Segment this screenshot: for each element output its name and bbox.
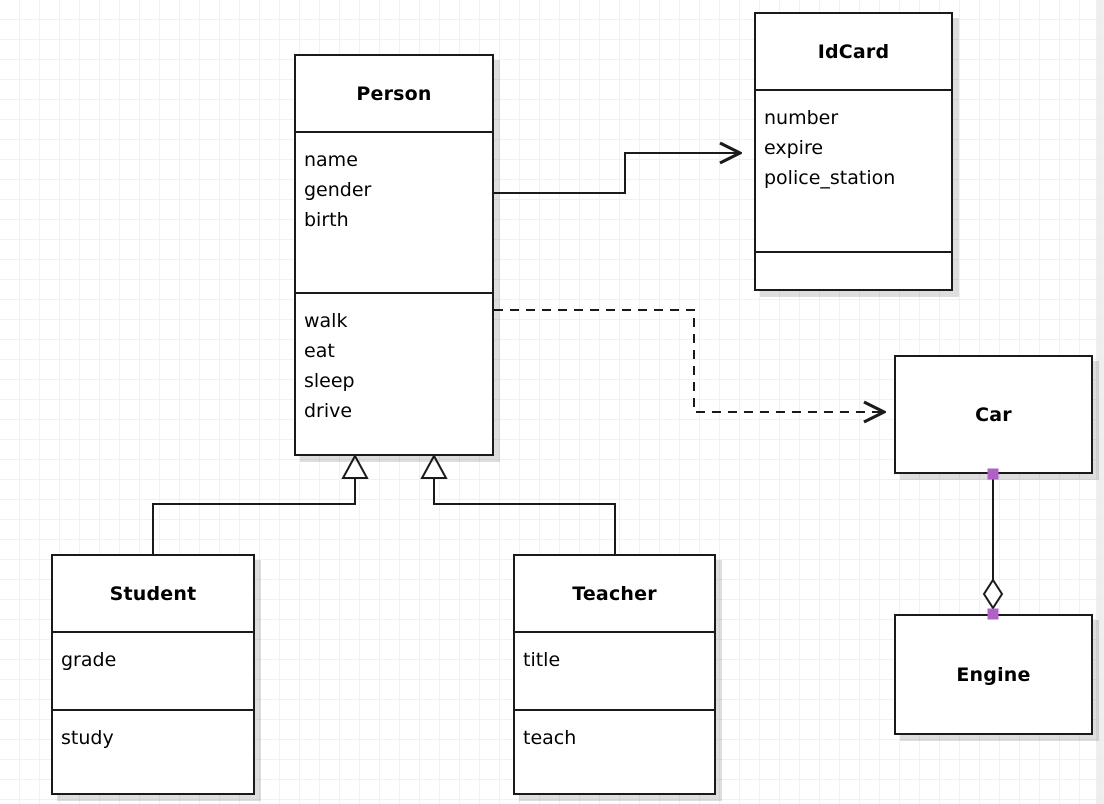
class-operations-idcard: [756, 251, 951, 287]
canvas-right-edge: [1096, 0, 1104, 804]
operation: sleep: [304, 370, 355, 392]
attribute: police_station: [764, 167, 896, 189]
attribute: title: [523, 649, 561, 671]
operation: teach: [523, 727, 577, 749]
class-attributes-person: name gender birth: [296, 131, 492, 292]
class-box-teacher[interactable]: Teacher title teach: [513, 554, 716, 795]
operation: eat: [304, 340, 335, 362]
connector-person-car[interactable]: [494, 309, 884, 412]
class-attributes-teacher: title: [515, 631, 714, 709]
connector-person-idcard[interactable]: [494, 153, 740, 194]
class-title-engine: Engine: [956, 663, 1031, 686]
class-operations-person: walk eat sleep drive: [296, 292, 492, 454]
class-box-idcard[interactable]: IdCard number expire police_station: [754, 12, 953, 291]
class-title-teacher: Teacher: [572, 582, 657, 605]
class-box-engine[interactable]: Engine: [894, 614, 1093, 735]
attribute: grade: [61, 649, 117, 671]
class-attributes-student: grade: [53, 631, 253, 709]
attribute: gender: [304, 179, 372, 201]
class-title-person: Person: [356, 82, 432, 105]
operation: drive: [304, 400, 353, 422]
connector-car-engine[interactable]: [982, 474, 1004, 614]
class-attributes-idcard: number expire police_station: [756, 89, 951, 251]
attribute: number: [764, 107, 839, 129]
class-box-person[interactable]: Person name gender birth walk eat sleep …: [294, 54, 494, 456]
class-title-idcard: IdCard: [817, 40, 890, 63]
class-title-student: Student: [109, 582, 197, 605]
class-box-car[interactable]: Car: [894, 355, 1093, 474]
attribute: birth: [304, 209, 349, 231]
attribute: name: [304, 149, 358, 171]
class-box-student[interactable]: Student grade study: [51, 554, 255, 795]
operation: study: [61, 727, 114, 749]
class-title-car: Car: [975, 403, 1012, 426]
attribute: expire: [764, 137, 824, 159]
class-operations-teacher: teach: [515, 709, 714, 789]
connector-student-person[interactable]: [152, 453, 369, 554]
connector-teacher-person[interactable]: [420, 453, 616, 554]
operation: walk: [304, 310, 348, 332]
class-operations-student: study: [53, 709, 253, 789]
